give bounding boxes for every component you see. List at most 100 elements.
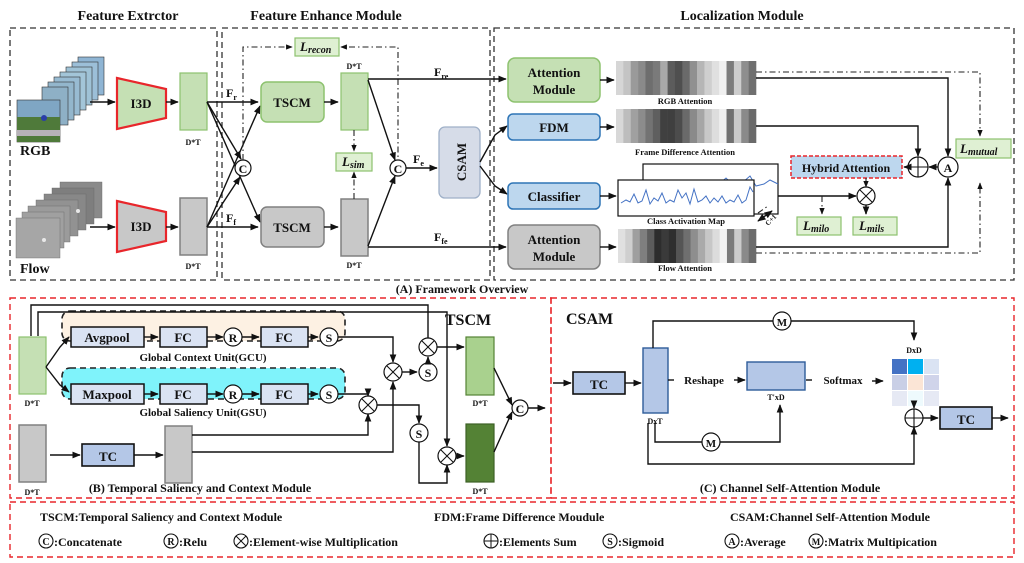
tscm-detail-title: TSCM (445, 312, 491, 329)
rgb-attention-bar (616, 61, 757, 95)
legend-sigmoid: S :Sigmoid (602, 533, 664, 549)
gcu-label: Global Context Unit(GCU) (139, 352, 266, 364)
svg-text:A: A (728, 537, 736, 548)
loss-mils-box (852, 216, 898, 236)
attention-cell (652, 61, 661, 95)
feature-extractor-title: Feature Extrctor (78, 9, 179, 24)
attention-cell (645, 109, 654, 143)
attention-cell (660, 109, 668, 143)
attention-cell (647, 229, 655, 263)
localization-box (493, 27, 1015, 281)
rgb-attention-label: RGB Attention (658, 96, 713, 106)
svg-text:M: M (812, 537, 821, 547)
class-activation-map-label: Class Activation Map (647, 216, 725, 226)
svg-text:CSAM: CSAM (454, 143, 469, 181)
legend-elem-sum: :Elements Sum (483, 533, 577, 549)
matrix-cell (924, 375, 939, 390)
tscm-mult-bottom (437, 446, 457, 466)
attention-cell (632, 229, 641, 263)
svg-text:D*T: D*T (346, 261, 362, 270)
feature-extractor-box (9, 27, 218, 281)
loss-mutual-label: Lmutual (959, 141, 998, 158)
frame-difference-attention-bar (616, 109, 757, 143)
svg-text:D*T: D*T (346, 62, 362, 71)
legend-average: A :Average (724, 533, 786, 549)
frame-difference-attention-label: Frame Difference Attention (635, 147, 735, 157)
matrix-cell (908, 391, 923, 406)
matrix-cell (892, 375, 907, 390)
attention-cell (674, 109, 683, 143)
svg-text:FC: FC (275, 387, 292, 402)
svg-text:M: M (777, 317, 788, 329)
attention-cell (719, 229, 728, 263)
feature-enhance-title: Feature Enhance Module (250, 9, 401, 24)
svg-text:Maxpool: Maxpool (82, 387, 132, 402)
matrix-cell (908, 375, 923, 390)
softmax-label: Softmax (823, 375, 863, 387)
tscm-output-context (465, 336, 495, 396)
svg-text:Avgpool: Avgpool (84, 330, 130, 345)
svg-text:TSCM: TSCM (273, 220, 311, 235)
gsu-label: Global Saliency Unit(GSU) (139, 407, 266, 419)
attention-cell (726, 229, 735, 263)
csam-block (438, 126, 481, 199)
attention-cell (733, 109, 742, 143)
reshape-label: Reshape (684, 375, 724, 387)
loss-sim-label: Lsim (341, 154, 365, 171)
csam-matmul-bottom (701, 432, 721, 452)
svg-text::Concatenate: :Concatenate (54, 535, 123, 549)
flow-attention-label: Flow Attention (658, 263, 712, 273)
attention-cell (616, 109, 624, 143)
attention-cell (748, 61, 757, 95)
svg-text:TSCM: TSCM (273, 95, 311, 110)
svg-text::Relu: :Relu (179, 535, 207, 549)
attention-cell (711, 61, 720, 95)
enhanced-flow-feature (340, 198, 369, 257)
csam-matmul-top (772, 311, 792, 331)
attention-cell (697, 61, 705, 95)
attention-cell (741, 61, 749, 95)
svg-text:C: C (239, 162, 248, 176)
svg-text:FC: FC (174, 387, 191, 402)
attention-cell (667, 109, 676, 143)
attention-cell (741, 109, 749, 143)
svg-text::Average: :Average (740, 535, 786, 549)
class-activation-map (617, 163, 779, 217)
attention-cell (748, 229, 757, 263)
tscm-output-saliency (465, 423, 495, 483)
attention-cell (668, 229, 677, 263)
tscm-mult-gsu (358, 395, 378, 415)
svg-text::Elements Sum: :Elements Sum (499, 535, 577, 549)
legend-elem-mult: :Element-wise Multiplication (233, 533, 398, 549)
svg-text:D*T: D*T (472, 487, 488, 496)
csam-detail-box (550, 297, 1015, 499)
legend-csam-def: CSAM:Channel Self-Attention Module (730, 510, 931, 524)
attention-cell (630, 109, 639, 143)
svg-text:R: R (167, 537, 175, 548)
flow-attention-bar (618, 229, 757, 263)
svg-text::Sigmoid: :Sigmoid (618, 535, 664, 549)
dxd-label: DxD (906, 346, 922, 355)
hybrid-attention-block (790, 155, 903, 179)
dxt-feature (642, 347, 669, 414)
matrix-cell (892, 359, 907, 374)
legend-fdm-def: FDM:Frame Difference Moudule (434, 510, 605, 524)
dxd-attention-matrix (892, 359, 939, 406)
loss-milo-label: Lmilo (802, 218, 829, 235)
svg-text:R: R (229, 331, 238, 345)
attention-cell (667, 61, 676, 95)
attention-cell (712, 229, 720, 263)
tscm-mult-center (383, 362, 403, 382)
i3d-flow-label: I3D (131, 219, 152, 234)
matrix-cell (908, 359, 923, 374)
tscm-input-flow (18, 424, 47, 483)
svg-text:T'xD: T'xD (767, 393, 785, 402)
attention-cell (689, 61, 698, 95)
svg-text:C: C (516, 402, 525, 416)
attention-cell (654, 229, 662, 263)
csam-sum-node (904, 408, 924, 428)
attention-cell (674, 61, 683, 95)
matrix-cell (924, 391, 939, 406)
svg-text:A: A (944, 161, 953, 175)
enhanced-rgb-feature (340, 72, 369, 131)
